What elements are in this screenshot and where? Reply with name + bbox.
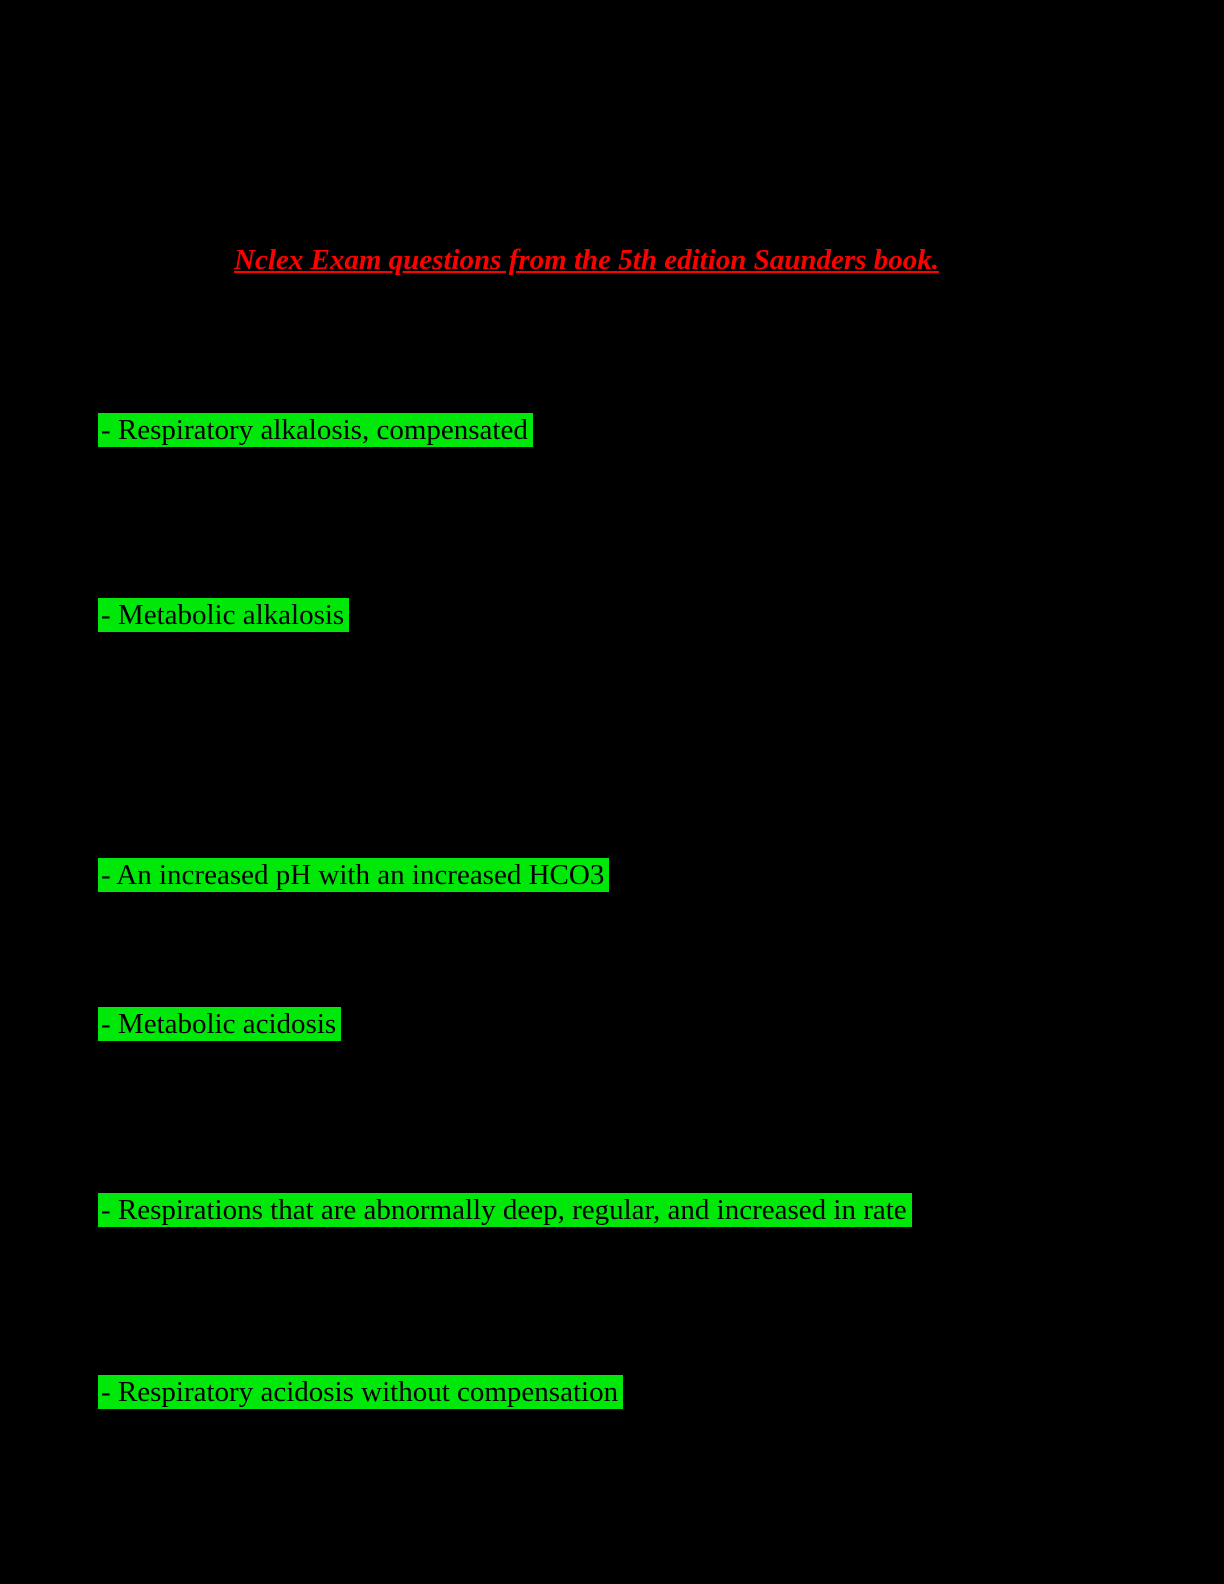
highlighted-answer: - Metabolic acidosis <box>98 1007 342 1041</box>
highlighted-answer: - An increased pH with an increased HCO3 <box>98 858 610 892</box>
document-title: Nclex Exam questions from the 5th editio… <box>234 244 939 276</box>
highlighted-answer: - Respiratory alkalosis, compensated <box>98 413 533 447</box>
highlighted-answer: - Respiratory acidosis without compensat… <box>98 1375 624 1409</box>
highlighted-answer: - Respirations that are abnormally deep,… <box>98 1193 912 1227</box>
highlighted-answer: - Metabolic alkalosis <box>98 598 350 632</box>
